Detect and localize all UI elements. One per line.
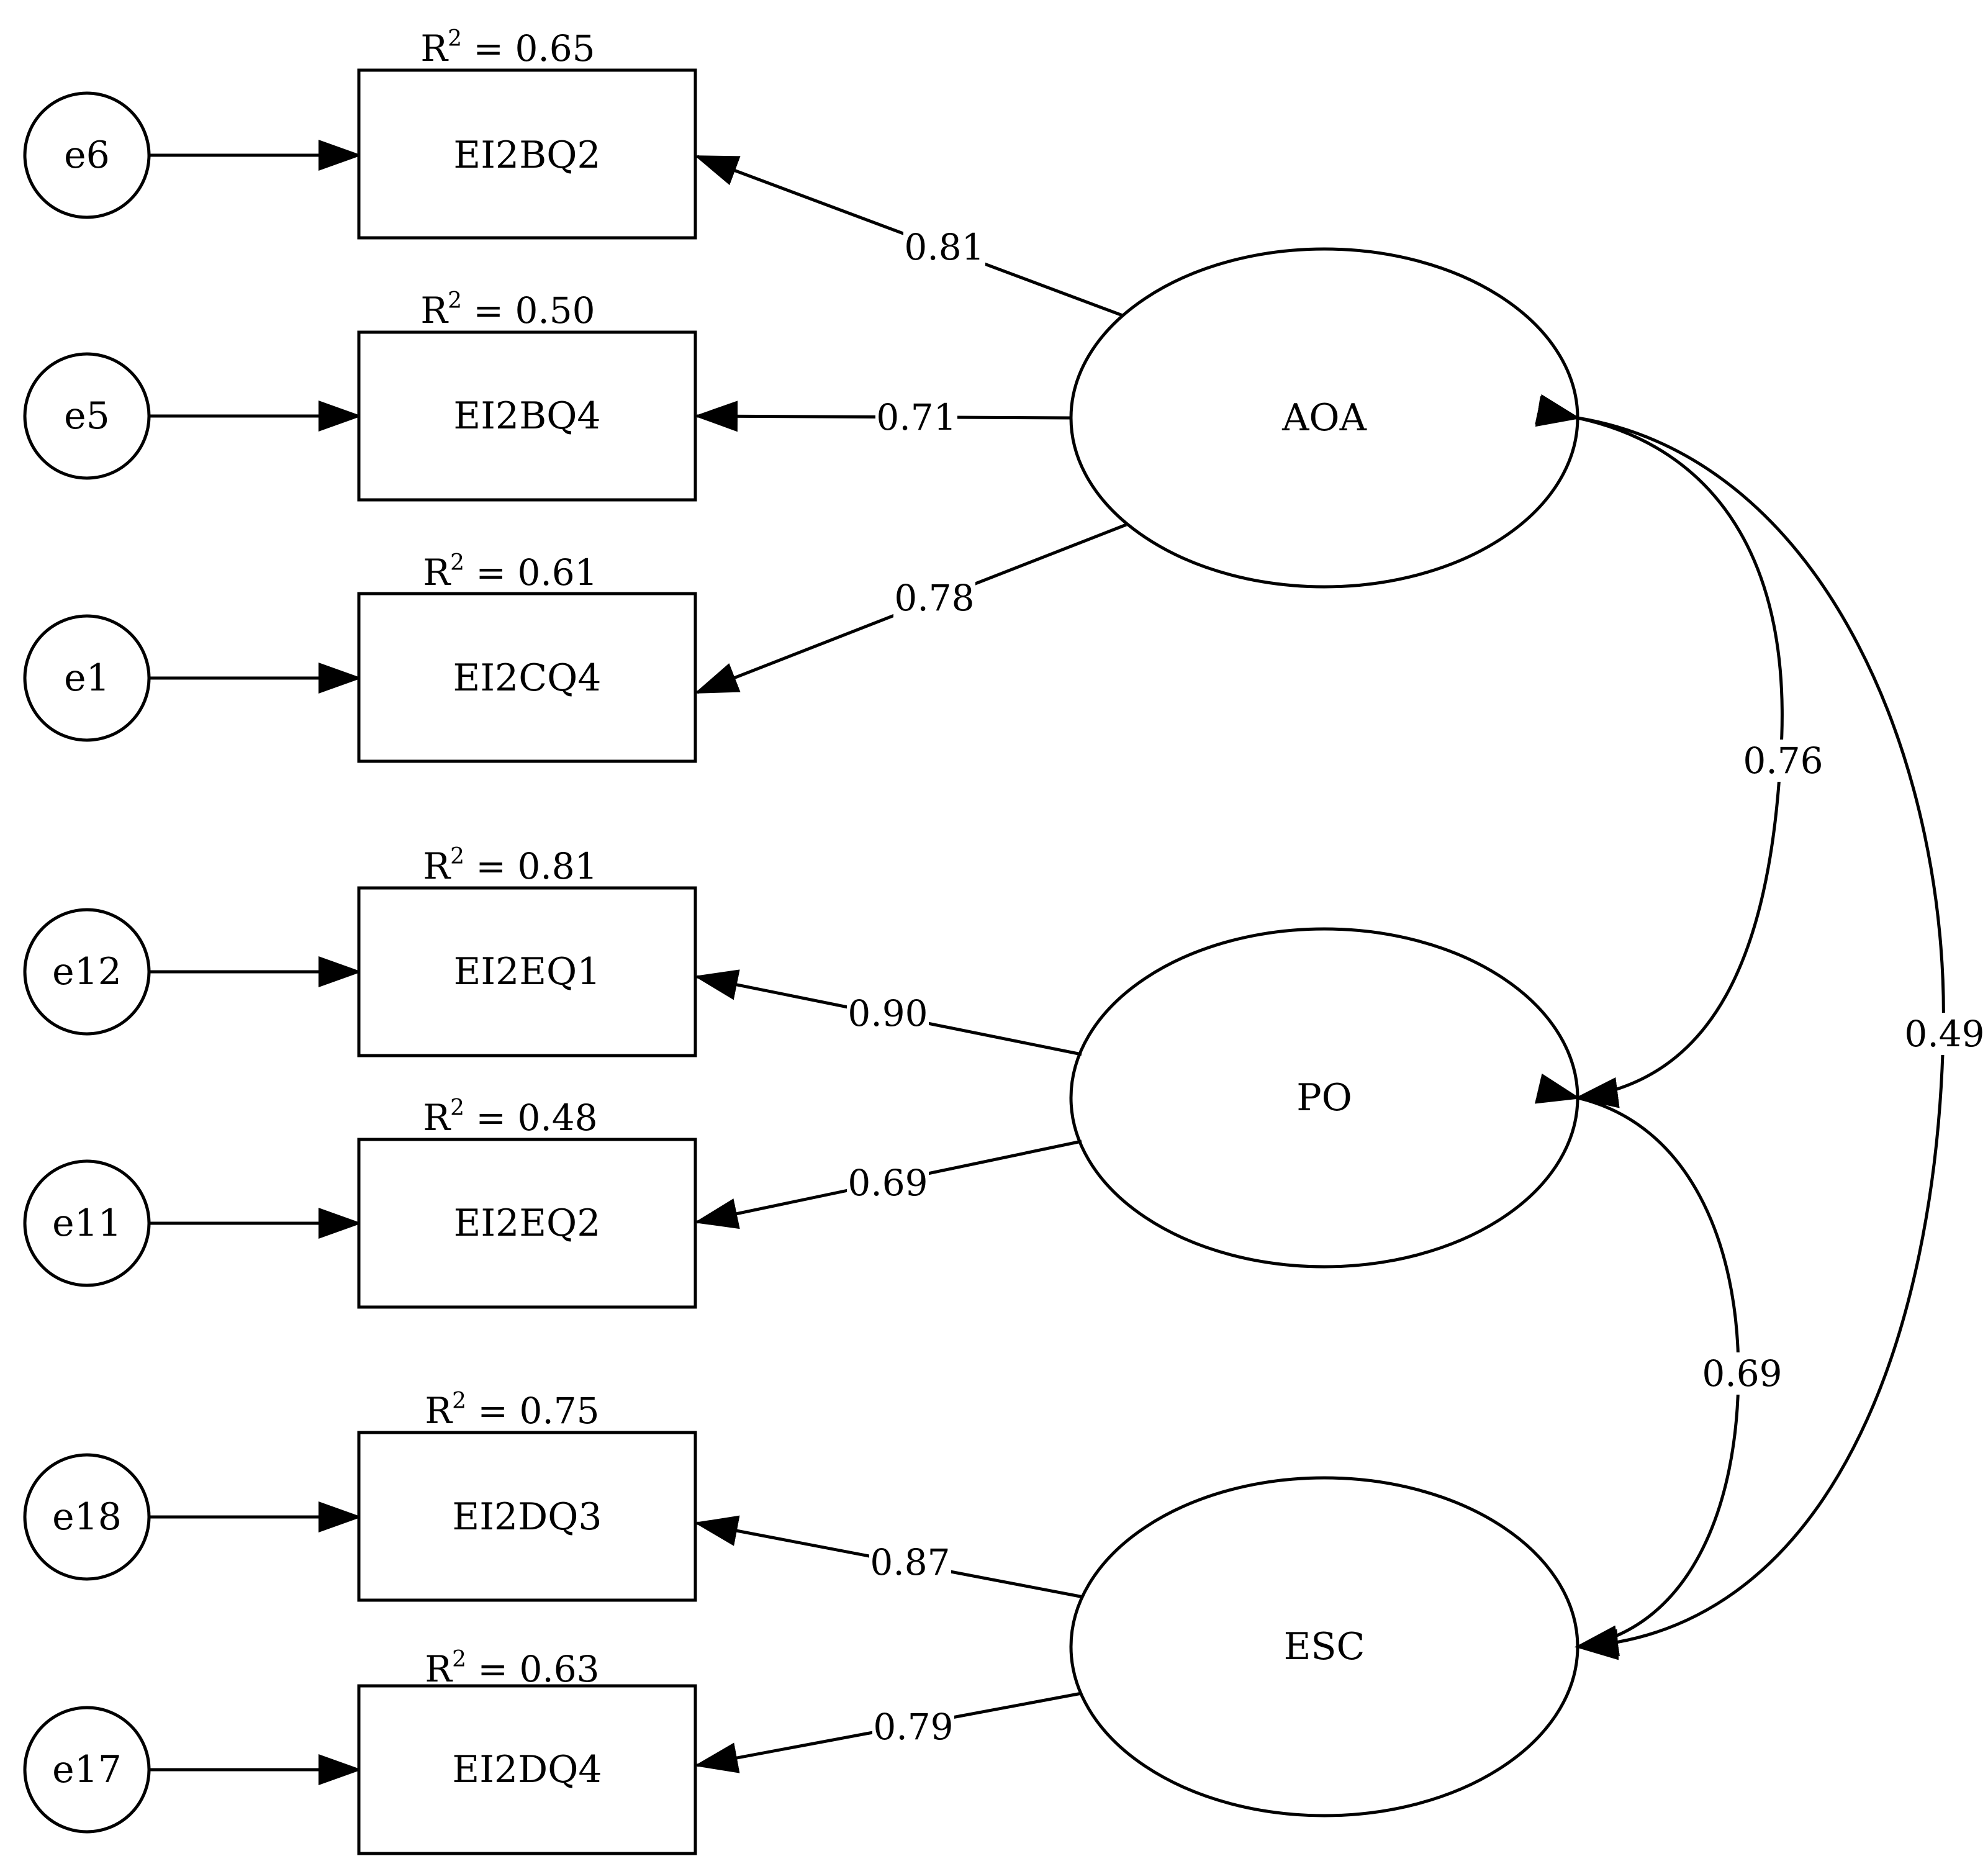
svg-text:0.90: 0.90 xyxy=(847,992,928,1034)
r-squared-label: R2 = 0.48 xyxy=(423,1095,597,1139)
loading-label-EI2BQ4: 0.71 xyxy=(875,396,957,438)
svg-text:0.69: 0.69 xyxy=(1702,1352,1782,1395)
indicator-label: EI2EQ1 xyxy=(454,950,601,994)
error-term-e5: e5 xyxy=(23,352,151,480)
error-term-e11: e11 xyxy=(23,1159,151,1287)
latent-factor-ESC: ESC xyxy=(1069,1476,1579,1817)
error-label: e5 xyxy=(64,394,110,438)
indicator-label: EI2DQ4 xyxy=(452,1748,602,1791)
r-squared-label: R2 = 0.65 xyxy=(420,26,595,70)
svg-text:0.81: 0.81 xyxy=(904,226,984,268)
indicator-EI2CQ4: EI2CQ4 R2 = 0.61 xyxy=(357,550,697,763)
indicator-label: EI2EQ2 xyxy=(454,1202,601,1245)
svg-text:0.76: 0.76 xyxy=(1743,740,1823,782)
indicator-label: EI2CQ4 xyxy=(453,656,602,700)
error-label: e6 xyxy=(64,134,110,177)
error-term-e6: e6 xyxy=(23,91,151,219)
r-squared-label: R2 = 0.81 xyxy=(423,844,597,887)
indicator-EI2EQ1: EI2EQ1 R2 = 0.81 xyxy=(357,844,697,1057)
indicator-EI2EQ2: EI2EQ2 R2 = 0.48 xyxy=(357,1095,697,1309)
loading-label-EI2DQ3: 0.87 xyxy=(869,1541,951,1583)
factor-label: AOA xyxy=(1281,396,1367,440)
error-term-e18: e18 xyxy=(23,1453,151,1581)
loading-label-EI2EQ2: 0.69 xyxy=(847,1162,929,1204)
error-label: e1 xyxy=(64,656,110,700)
error-label: e17 xyxy=(52,1748,122,1791)
r-squared-label: R2 = 0.63 xyxy=(425,1647,599,1690)
correlation-label-AOA-PO: 0.76 xyxy=(1742,740,1824,782)
loading-label-EI2CQ4: 0.78 xyxy=(893,577,975,619)
factor-label: PO xyxy=(1296,1076,1352,1120)
r-squared-label: R2 = 0.50 xyxy=(420,288,595,332)
indicator-EI2DQ4: EI2DQ4 R2 = 0.63 xyxy=(357,1647,697,1855)
indicator-label: EI2BQ4 xyxy=(453,394,600,438)
r-squared-label: R2 = 0.75 xyxy=(425,1388,599,1432)
correlation-label-AOA-ESC: 0.49 xyxy=(1904,1013,1986,1055)
latent-factor-AOA: AOA xyxy=(1069,247,1579,589)
svg-text:0.49: 0.49 xyxy=(1904,1013,1984,1055)
svg-text:0.79: 0.79 xyxy=(873,1706,953,1748)
error-label: e11 xyxy=(52,1202,122,1245)
loading-label-EI2BQ2: 0.81 xyxy=(903,226,985,268)
indicator-label: EI2DQ3 xyxy=(452,1495,602,1539)
loading-label-EI2EQ1: 0.90 xyxy=(847,992,929,1034)
error-term-e17: e17 xyxy=(23,1706,151,1834)
error-term-e1: e1 xyxy=(23,614,151,742)
svg-text:0.71: 0.71 xyxy=(876,396,956,438)
error-term-e12: e12 xyxy=(23,908,151,1036)
loading-label-EI2DQ4: 0.79 xyxy=(872,1706,954,1748)
correlation-label-PO-ESC: 0.69 xyxy=(1701,1352,1783,1395)
indicator-EI2DQ3: EI2DQ3 R2 = 0.75 xyxy=(357,1388,697,1602)
r-squared-label: R2 = 0.61 xyxy=(423,550,597,594)
correlation-curve-AOA-ESC xyxy=(1535,396,1945,1660)
svg-text:0.87: 0.87 xyxy=(870,1541,950,1583)
indicator-EI2BQ2: EI2BQ2 R2 = 0.65 xyxy=(357,26,697,240)
svg-text:0.78: 0.78 xyxy=(894,577,974,619)
error-label: e12 xyxy=(52,950,122,994)
error-label: e18 xyxy=(52,1495,122,1539)
indicator-EI2BQ4: EI2BQ4 R2 = 0.50 xyxy=(357,288,697,502)
factor-label: ESC xyxy=(1284,1625,1365,1668)
latent-factor-PO: PO xyxy=(1069,927,1579,1269)
svg-text:0.69: 0.69 xyxy=(847,1162,928,1204)
indicator-label: EI2BQ2 xyxy=(453,134,600,177)
